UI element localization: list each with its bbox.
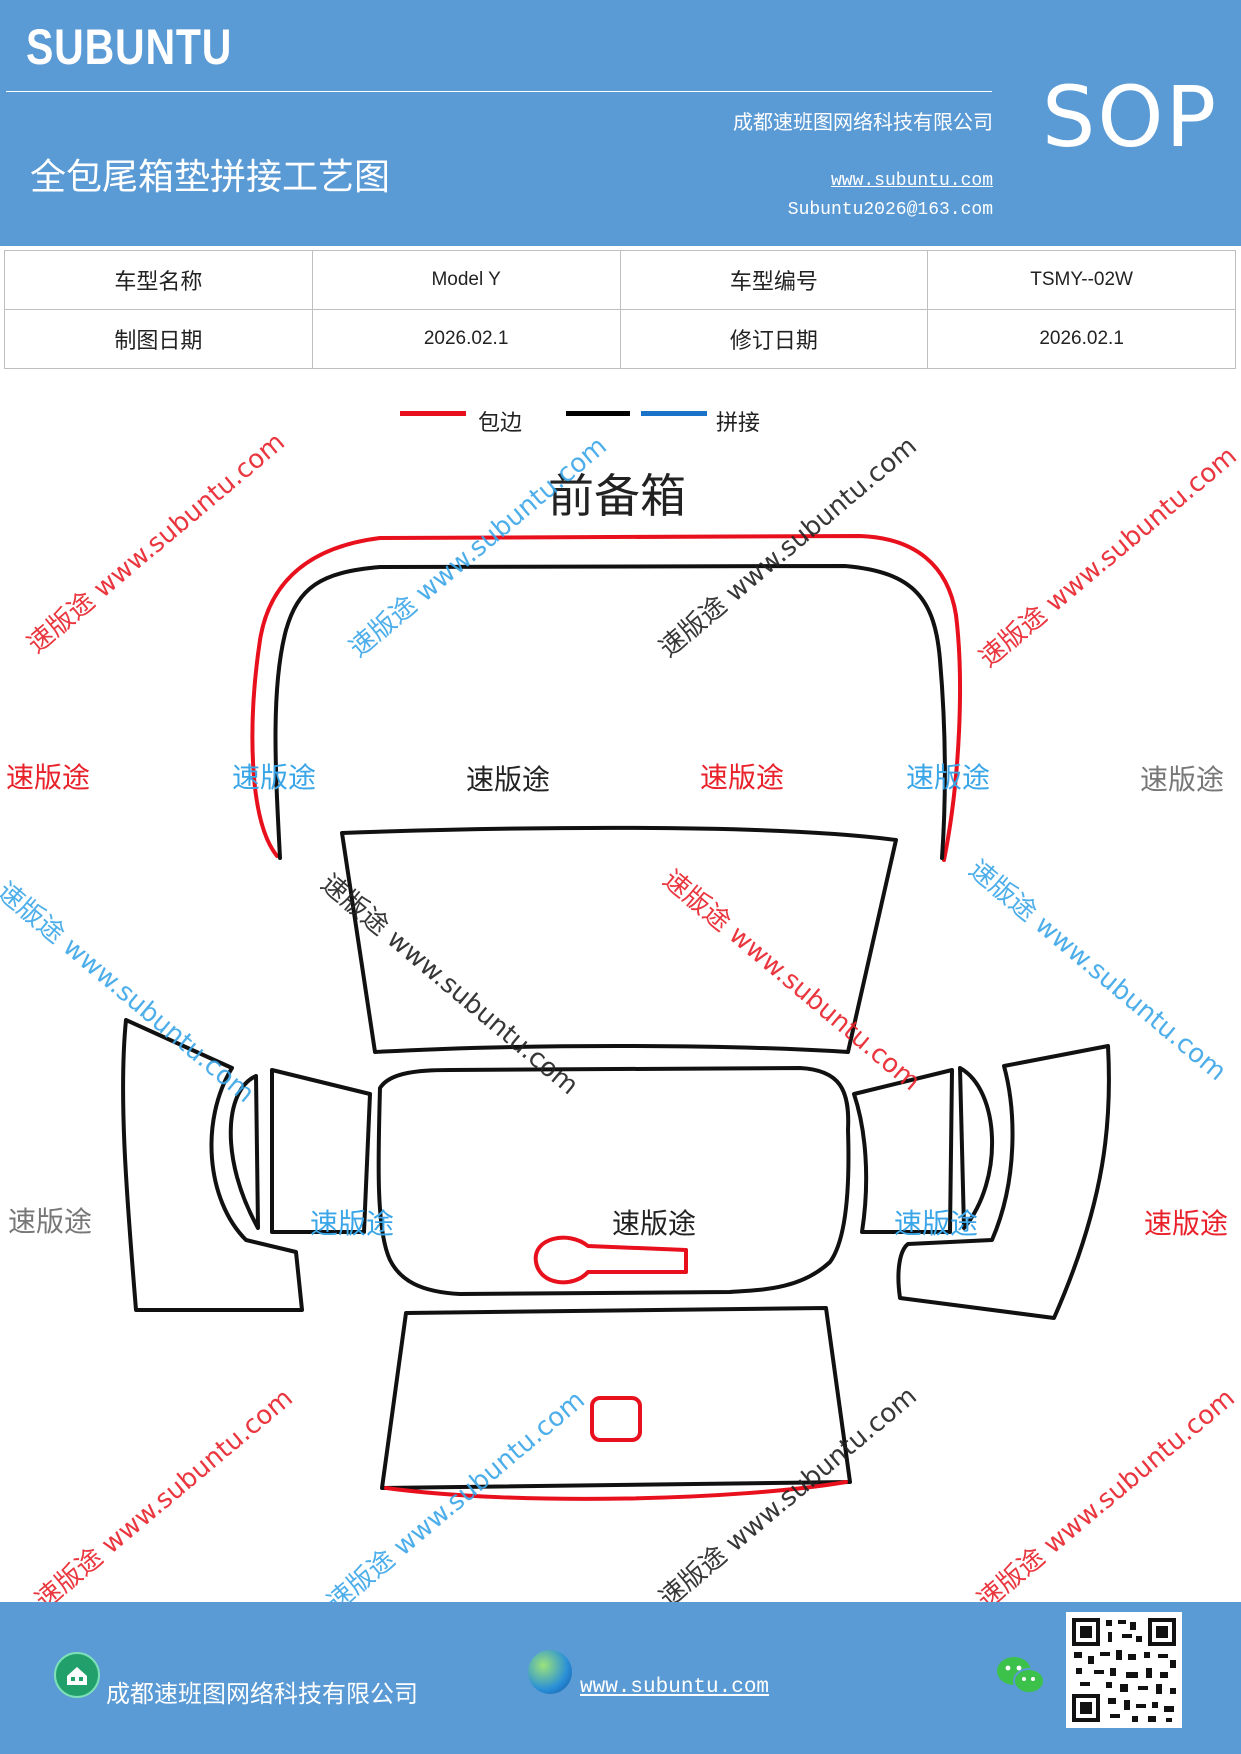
footer-company-name: 成都速班图网络科技有限公司 <box>106 1680 418 1708</box>
watermark: 速版途 <box>612 1207 697 1240</box>
legend-line-blue <box>641 411 707 416</box>
home-icon <box>54 1652 100 1698</box>
watermark: 速版途 <box>700 761 785 794</box>
brand-logo: SUBUNTU <box>26 19 233 75</box>
model-name-label: 车型名称 <box>4 250 313 310</box>
watermark: 速版途 <box>232 761 317 794</box>
draw-date-value: 2026.02.1 <box>311 309 621 369</box>
bottom-panel-cutout <box>590 1396 642 1442</box>
table-row: 制图日期 2026.02.1 修订日期 2026.02.1 <box>4 309 1236 369</box>
vehicle-info-table: 车型名称 Model Y 车型编号 TSMY--02W 制图日期 2026.02… <box>4 250 1236 369</box>
header-banner: SUBUNTU 全包尾箱垫拼接工艺图 成都速班图网络科技有限公司 www.sub… <box>0 0 1241 246</box>
legend-label-splice: 拼接 <box>716 411 761 436</box>
back-panel-outline <box>340 825 898 1054</box>
watermark: 速版途 <box>1144 1207 1229 1240</box>
wechat-icon <box>996 1654 1046 1702</box>
draw-date-label: 制图日期 <box>4 309 313 369</box>
bottom-panel-outline <box>380 1306 852 1490</box>
footer-website-link[interactable]: www.subuntu.com <box>580 1676 770 1699</box>
company-name: 成都速班图网络科技有限公司 <box>733 110 993 134</box>
header-divider <box>6 91 992 92</box>
right-inner-panel <box>852 1068 954 1234</box>
model-code-value: TSMY--02W <box>927 250 1236 310</box>
left-outer-panel <box>121 1018 304 1312</box>
qr-code <box>1066 1612 1182 1728</box>
handle-cutout <box>533 1235 688 1285</box>
right-outer-panel <box>896 1044 1111 1320</box>
watermark: 速版途 <box>1140 763 1225 796</box>
website-link[interactable]: www.subuntu.com <box>830 171 993 191</box>
diagram-title: 前备箱 <box>548 469 686 523</box>
footer-banner: 成都速班图网络科技有限公司 www.subuntu.com <box>0 1602 1241 1754</box>
left-curved-panel <box>228 1074 260 1230</box>
watermark: 速版途 <box>894 1207 979 1240</box>
bottom-panel-edging <box>384 1480 848 1501</box>
watermark: 速版途 <box>310 1207 395 1240</box>
email-address: Subuntu2026@163.com <box>787 200 993 220</box>
left-inner-panel <box>270 1068 372 1234</box>
legend-line-red <box>400 411 466 416</box>
legend-line-black <box>566 411 630 416</box>
revise-date-value: 2026.02.1 <box>927 309 1236 369</box>
floor-panel-outline <box>376 1066 851 1296</box>
legend-label-edging: 包边 <box>478 411 523 436</box>
globe-icon <box>528 1650 572 1694</box>
top-panel-outline <box>273 564 947 860</box>
sop-label: SOP <box>1042 68 1219 166</box>
watermark: 速版途 <box>466 763 551 796</box>
revise-date-label: 修订日期 <box>619 309 929 369</box>
watermark: 速版途 <box>906 761 991 794</box>
watermark: 速版途 <box>8 1205 93 1238</box>
right-curved-panel <box>958 1066 995 1230</box>
model-name-value: Model Y <box>311 250 621 310</box>
watermark: 速版途 <box>6 761 91 794</box>
document-title: 全包尾箱垫拼接工艺图 <box>30 157 391 198</box>
model-code-label: 车型编号 <box>619 250 929 310</box>
table-row: 车型名称 Model Y 车型编号 TSMY--02W <box>4 250 1236 310</box>
top-panel-edging <box>250 534 962 862</box>
